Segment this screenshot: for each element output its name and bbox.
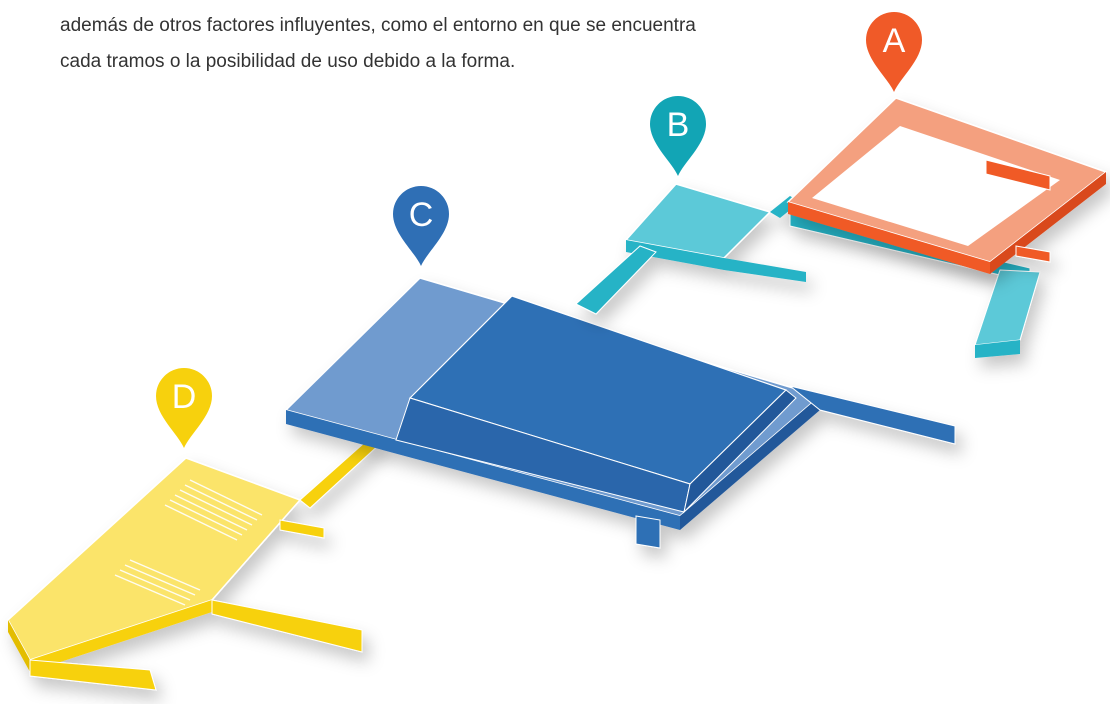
intro-paragraph: además de otros factores influyentes, co… xyxy=(60,8,860,80)
zone-a xyxy=(786,97,1108,274)
marker-c-letter: C xyxy=(409,196,434,234)
marker-a: A xyxy=(866,12,922,92)
zone-d xyxy=(7,435,383,691)
marker-a-letter: A xyxy=(883,22,906,60)
map-pin-icon xyxy=(650,96,706,176)
zone-c xyxy=(284,277,956,549)
marker-b: B xyxy=(650,96,706,176)
map-pin-icon xyxy=(393,186,449,266)
marker-d: D xyxy=(156,368,212,448)
intro-line-1: además de otros factores influyentes, co… xyxy=(60,15,696,36)
map-pin-icon xyxy=(156,368,212,448)
map-pin-icon xyxy=(866,12,922,92)
marker-b-letter: B xyxy=(667,106,690,144)
marker-c: C xyxy=(393,186,449,266)
intro-line-2: cada tramos o la posibilidad de uso debi… xyxy=(60,51,516,72)
marker-d-letter: D xyxy=(172,378,197,416)
